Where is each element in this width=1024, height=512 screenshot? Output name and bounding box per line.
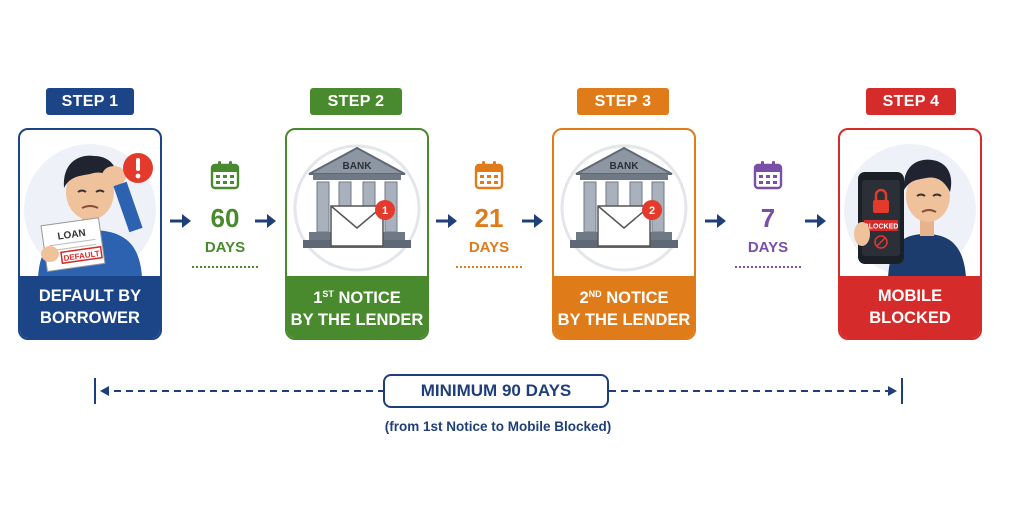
step-1-footer: DEFAULT BY BORROWER — [20, 276, 160, 338]
interval-7-days: 7 DAYS — [733, 160, 803, 268]
step-4-card: BLOCKED MOBILE BLOCKED — [838, 128, 982, 340]
interval-value: 60 — [210, 203, 240, 233]
step-1-line2: BORROWER — [40, 309, 140, 327]
step-2-card: BANK 1 1ST NOTICE BY THE LENDER — [285, 128, 429, 340]
envelope-count-2: 2 — [649, 205, 655, 217]
step-3-line1: 2ND NOTICE — [579, 289, 669, 307]
interval-60-days: 60 DAYS — [190, 160, 260, 268]
arrow-right-icon — [705, 214, 726, 228]
bank-label: BANK — [610, 161, 640, 172]
step-2-footer: 1ST NOTICE BY THE LENDER — [287, 276, 427, 338]
step-4-footer: MOBILE BLOCKED — [840, 276, 980, 338]
phone-blocked-text: BLOCKED — [864, 224, 899, 231]
step-4-line1: MOBILE — [877, 287, 943, 305]
dotted-divider — [456, 266, 522, 268]
bank-envelope-illustration: BANK 1 — [293, 144, 421, 272]
bank-envelope-illustration: BANK 2 — [560, 144, 688, 272]
duration-span-line — [94, 378, 903, 404]
blocked-phone-illustration: BLOCKED — [844, 144, 976, 278]
arrow-right-icon — [170, 214, 191, 228]
step-3-card: BANK 2 2ND NOTICE BY THE LENDER — [552, 128, 696, 340]
duration-caption: (from 1st Notice to Mobile Blocked) — [384, 419, 612, 434]
dotted-divider — [192, 266, 258, 268]
interval-unit: DAYS — [747, 239, 789, 256]
step-4-line2: BLOCKED — [869, 309, 951, 327]
loan-paper-title: LOAN — [57, 228, 87, 243]
stressed-borrower-illustration: LOAN DEFAULT — [24, 144, 156, 278]
bank-label: BANK — [343, 161, 373, 172]
envelope-count-1: 1 — [382, 205, 388, 217]
interval-21-days: 21 DAYS — [454, 160, 524, 268]
dotted-divider — [735, 266, 801, 268]
calendar-icon — [753, 161, 783, 190]
minimum-days-badge: MINIMUM 90 DAYS — [383, 374, 609, 408]
step-3-footer: 2ND NOTICE BY THE LENDER — [554, 276, 694, 338]
step-2-line2: BY THE LENDER — [290, 311, 424, 329]
arrow-right-icon — [436, 214, 457, 228]
interval-unit: DAYS — [204, 239, 246, 256]
arrow-right-icon — [255, 214, 276, 228]
calendar-icon — [474, 161, 504, 190]
step-1-card: LOAN DEFAULT DEFAULT BY BORROWER — [18, 128, 162, 340]
step-3-badge: STEP 3 — [577, 88, 669, 115]
step-1-badge: STEP 1 — [46, 88, 134, 115]
step-2-badge: STEP 2 — [310, 88, 402, 115]
arrow-right-icon — [522, 214, 543, 228]
interval-unit: DAYS — [468, 239, 510, 256]
arrow-right-icon — [805, 214, 826, 228]
interval-value: 21 — [474, 203, 504, 233]
interval-value: 7 — [760, 203, 776, 233]
calendar-icon — [210, 161, 240, 190]
step-3-line2: BY THE LENDER — [557, 311, 691, 329]
step-4-badge: STEP 4 — [866, 88, 956, 115]
step-2-line1: 1ST NOTICE — [313, 289, 401, 307]
step-1-line1: DEFAULT BY — [38, 287, 142, 305]
